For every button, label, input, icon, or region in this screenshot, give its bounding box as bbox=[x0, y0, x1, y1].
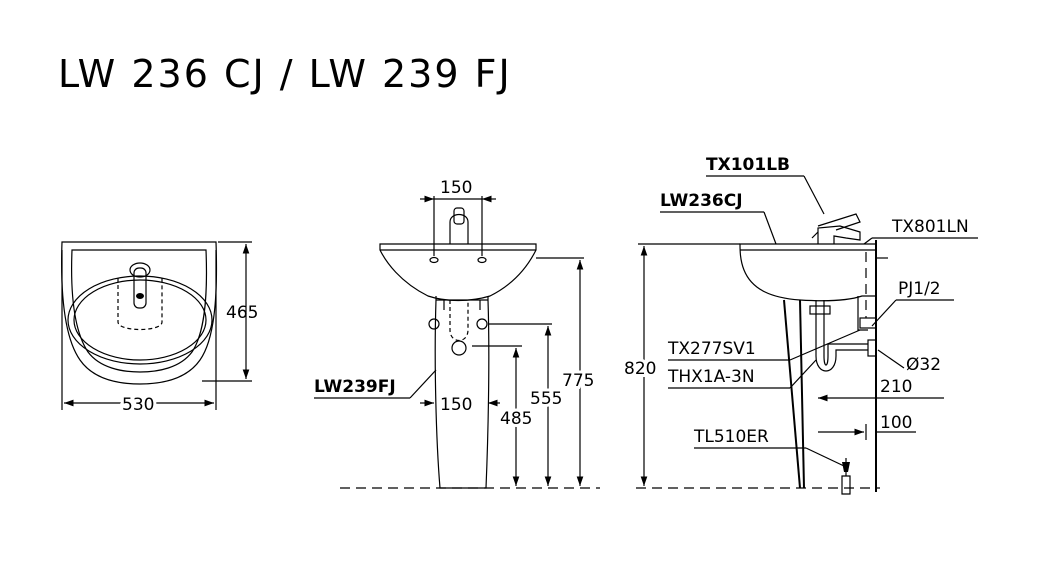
label-drain-dia: Ø32 bbox=[906, 355, 941, 375]
label-trap-b: THX1A-3N bbox=[667, 367, 755, 387]
trap-icon bbox=[815, 300, 868, 372]
dim-tap-spacing: 150 bbox=[440, 178, 472, 198]
dim-pedestal-height: 555 bbox=[530, 389, 562, 409]
dim-pedestal-width: 150 bbox=[440, 395, 472, 415]
basin-front-outline bbox=[379, 243, 537, 302]
bowl-outline bbox=[67, 275, 213, 365]
basin-top-outline bbox=[61, 241, 218, 385]
front-view: 150 150 LW239FJ 485 555 775 bbox=[314, 178, 600, 489]
dim-overall-height: 820 bbox=[624, 359, 656, 379]
dim-outlet-height: 485 bbox=[500, 409, 532, 429]
pedestal-outline bbox=[434, 296, 490, 489]
dim-drain-offset: 210 bbox=[880, 377, 912, 397]
page-title: LW 236 CJ / LW 239 FJ bbox=[58, 52, 512, 96]
label-trap-a: TX277SV1 bbox=[667, 339, 756, 359]
dim-depth: 465 bbox=[226, 303, 258, 323]
faucet-top-icon bbox=[133, 267, 147, 309]
faucet-front-icon bbox=[449, 213, 469, 244]
dim-width: 530 bbox=[122, 395, 154, 415]
label-stop-valve: TX801LN bbox=[891, 217, 969, 237]
label-fixing: TL510ER bbox=[693, 427, 769, 447]
dim-rim-height: 775 bbox=[562, 371, 594, 391]
pedestal-side bbox=[799, 299, 805, 489]
top-view: 465 530 bbox=[61, 241, 258, 418]
label-basin: LW236CJ bbox=[660, 191, 743, 211]
label-faucet: TX101LB bbox=[706, 155, 790, 175]
side-view: 820 TX101LB LW236CJ TX801LN PJ1/2 TX277S… bbox=[621, 155, 978, 495]
label-supply: PJ1/2 bbox=[898, 279, 941, 299]
label-pedestal: LW239FJ bbox=[314, 377, 396, 397]
basin-side-outline bbox=[739, 243, 877, 302]
dim-wall-offset: 100 bbox=[880, 413, 912, 433]
faucet-side-icon bbox=[817, 225, 861, 244]
